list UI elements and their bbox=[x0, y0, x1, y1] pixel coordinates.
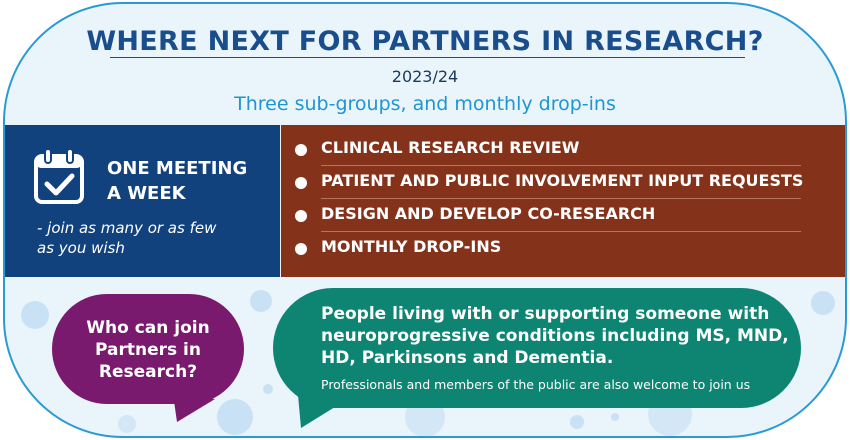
subgroup-item: DESIGN AND DEVELOP CO-RESEARCH bbox=[295, 199, 801, 232]
info-band: ONE MEETING A WEEK - join as many or as … bbox=[5, 125, 845, 277]
bullet-icon bbox=[295, 177, 307, 189]
title-underline bbox=[110, 57, 745, 58]
bullet-icon bbox=[295, 144, 307, 156]
answer-line: People living with or supporting someone… bbox=[321, 304, 770, 324]
question-line: Partners in bbox=[95, 340, 201, 360]
subgroup-item: CLINICAL RESEARCH REVIEW bbox=[295, 133, 801, 166]
subgroup-label: PATIENT AND PUBLIC INVOLVEMENT INPUT REQ… bbox=[321, 171, 804, 190]
question-line: Research? bbox=[98, 362, 198, 382]
answer-bubble bbox=[273, 288, 801, 408]
question-bubble bbox=[52, 294, 244, 404]
meeting-note-line: as you wish bbox=[37, 239, 125, 257]
meeting-panel: ONE MEETING A WEEK - join as many or as … bbox=[5, 125, 280, 277]
subtitle: Three sub-groups, and monthly drop-ins bbox=[234, 93, 616, 115]
calendar-check-icon bbox=[34, 148, 84, 204]
meeting-heading-line: A WEEK bbox=[107, 183, 186, 204]
answer-line: HD, Parkinsons and Dementia. bbox=[321, 348, 614, 368]
year-label: 2023/24 bbox=[391, 67, 459, 86]
question-text: Who can join Partners in Research? bbox=[52, 317, 244, 383]
meeting-note-line: - join as many or as few bbox=[37, 219, 217, 237]
meeting-note: - join as many or as few as you wish bbox=[37, 218, 267, 258]
subgroups-panel: CLINICAL RESEARCH REVIEW PATIENT AND PUB… bbox=[281, 125, 845, 277]
answer-line: neuroprogressive conditions including MS… bbox=[321, 326, 789, 346]
meeting-heading: ONE MEETING A WEEK bbox=[107, 156, 277, 206]
subgroup-item: PATIENT AND PUBLIC INVOLVEMENT INPUT REQ… bbox=[295, 166, 804, 199]
subgroup-label: MONTHLY DROP-INS bbox=[321, 237, 502, 256]
page-title: WHERE NEXT FOR PARTNERS IN RESEARCH? bbox=[86, 26, 764, 57]
meeting-heading-line: ONE MEETING bbox=[107, 158, 248, 179]
answer-text: People living with or supporting someone… bbox=[321, 303, 791, 369]
divider bbox=[321, 231, 801, 232]
question-line: Who can join bbox=[86, 318, 210, 338]
subgroup-item: MONTHLY DROP-INS bbox=[295, 232, 801, 265]
divider bbox=[321, 198, 801, 199]
infographic-frame: WHERE NEXT FOR PARTNERS IN RESEARCH? 202… bbox=[3, 2, 847, 438]
divider bbox=[321, 165, 801, 166]
bullet-icon bbox=[295, 210, 307, 222]
bullet-icon bbox=[295, 243, 307, 255]
answer-note: Professionals and members of the public … bbox=[321, 377, 751, 392]
subgroup-label: CLINICAL RESEARCH REVIEW bbox=[321, 138, 580, 157]
subgroup-label: DESIGN AND DEVELOP CO-RESEARCH bbox=[321, 204, 656, 223]
